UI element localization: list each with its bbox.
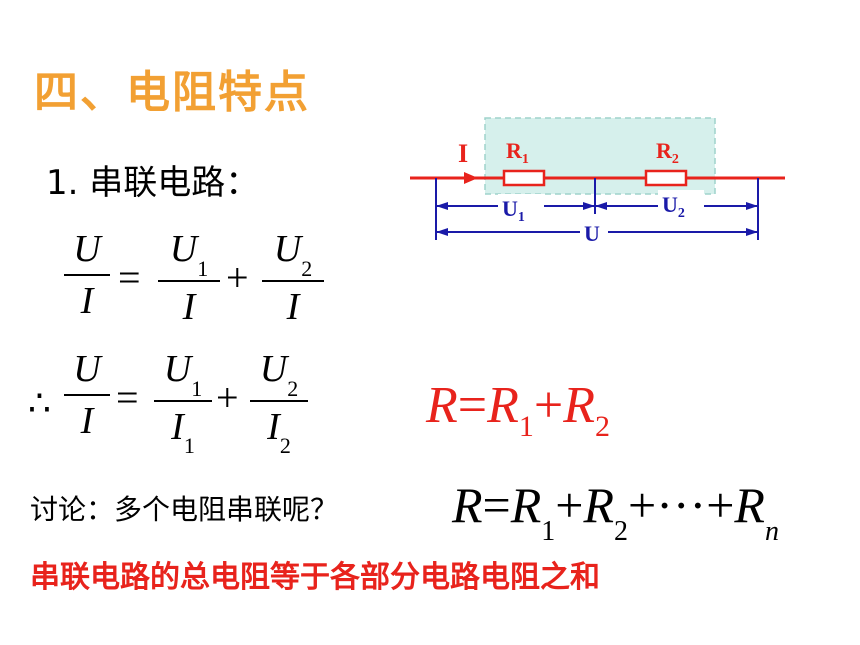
resistor-r2 (644, 169, 688, 187)
eq2-plus: + (216, 375, 239, 420)
u1-arrow-left (436, 202, 448, 210)
current-label: I (458, 139, 468, 168)
eq2-therefore: ∴ (28, 383, 51, 423)
r1-label: R1 (506, 138, 529, 167)
r2-label: R2 (656, 138, 679, 167)
u2-arrow-right (746, 202, 758, 210)
page-title: 四、电阻特点 (34, 67, 310, 118)
eq1-term1: U1 I (158, 230, 220, 326)
section-subtitle: 1. 串联电路： (46, 163, 260, 203)
eq2-term1: U1 I1 (154, 350, 212, 457)
eq2-equals: = (116, 375, 139, 420)
u-label: U (584, 221, 600, 246)
series-resistance-formula: R=R1+R2 (426, 377, 610, 443)
eq2-lhs: U I (64, 350, 110, 440)
u2-label: U2 (662, 192, 685, 221)
u2-arrow-left (595, 202, 607, 210)
series-circuit-diagram: I R1 R2 U1 U2 U (410, 117, 785, 246)
discussion-question: 讨论：多个电阻串联呢？ (30, 493, 339, 526)
eq1-plus: + (226, 255, 249, 300)
u-arrow-right (746, 228, 758, 236)
current-arrow (464, 172, 478, 184)
eq2-term2: U2 I2 (250, 350, 308, 457)
eq1-equals: = (118, 255, 141, 300)
conclusion-text: 串联电路的总电阻等于各部分电路电阻之和 (30, 560, 600, 595)
general-series-formula: R=R1+R2+···+Rn (452, 477, 779, 547)
eq1-term2: U2 I (262, 230, 324, 326)
u-arrow-left (436, 228, 448, 236)
eq1-lhs: U I (64, 230, 110, 320)
resistor-r1 (502, 169, 546, 187)
u1-arrow-right (583, 202, 595, 210)
u1-label: U1 (502, 196, 525, 225)
